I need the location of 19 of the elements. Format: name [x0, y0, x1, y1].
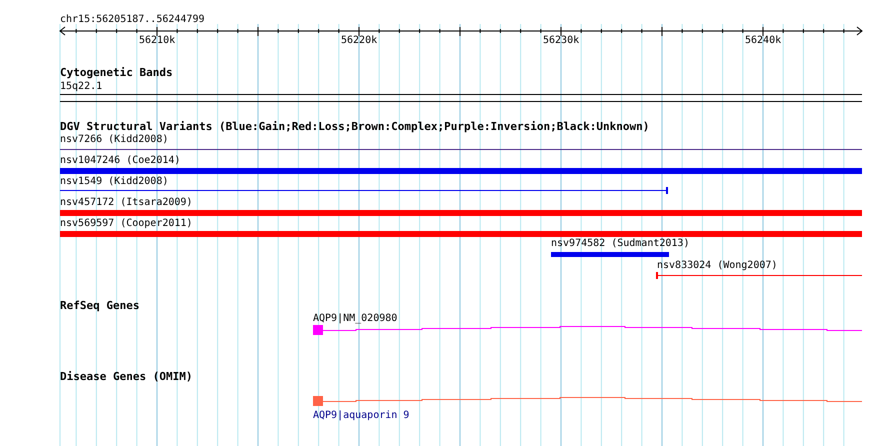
- tick-label: 56210k: [139, 35, 176, 47]
- tick-label: 56220k: [341, 35, 378, 47]
- gene-label: AQP9|aquaporin 9: [313, 410, 410, 422]
- track-title: DGV Structural Variants (Blue:Gain;Red:Loss;Brown:Complex;Purple:Inversion;Black:Unknown): [60, 121, 650, 133]
- feature-label: nsv1047246 (Coe2014): [60, 155, 180, 167]
- feature-label: nsv833024 (Wong2007): [657, 260, 778, 272]
- track-title: RefSeq Genes: [60, 300, 140, 312]
- feature-label: nsv457172 (Itsara2009): [60, 197, 192, 209]
- feature-label: nsv974582 (Sudmant2013): [551, 238, 690, 250]
- tick-label: 56240k: [745, 35, 782, 47]
- track-title: Cytogenetic Bands: [60, 67, 173, 79]
- feature-label: nsv569597 (Cooper2011): [60, 218, 192, 230]
- track-title: Disease Genes (OMIM): [60, 371, 192, 383]
- gene-label: AQP9|NM_020980: [313, 313, 398, 325]
- tick-label: 56230k: [543, 35, 580, 47]
- band-label: 15q22.1: [60, 81, 102, 93]
- feature-label: nsv1549 (Kidd2008): [60, 176, 168, 188]
- region-label: chr15:56205187..56244799: [60, 14, 204, 26]
- feature-label: nsv7266 (Kidd2008): [60, 134, 168, 146]
